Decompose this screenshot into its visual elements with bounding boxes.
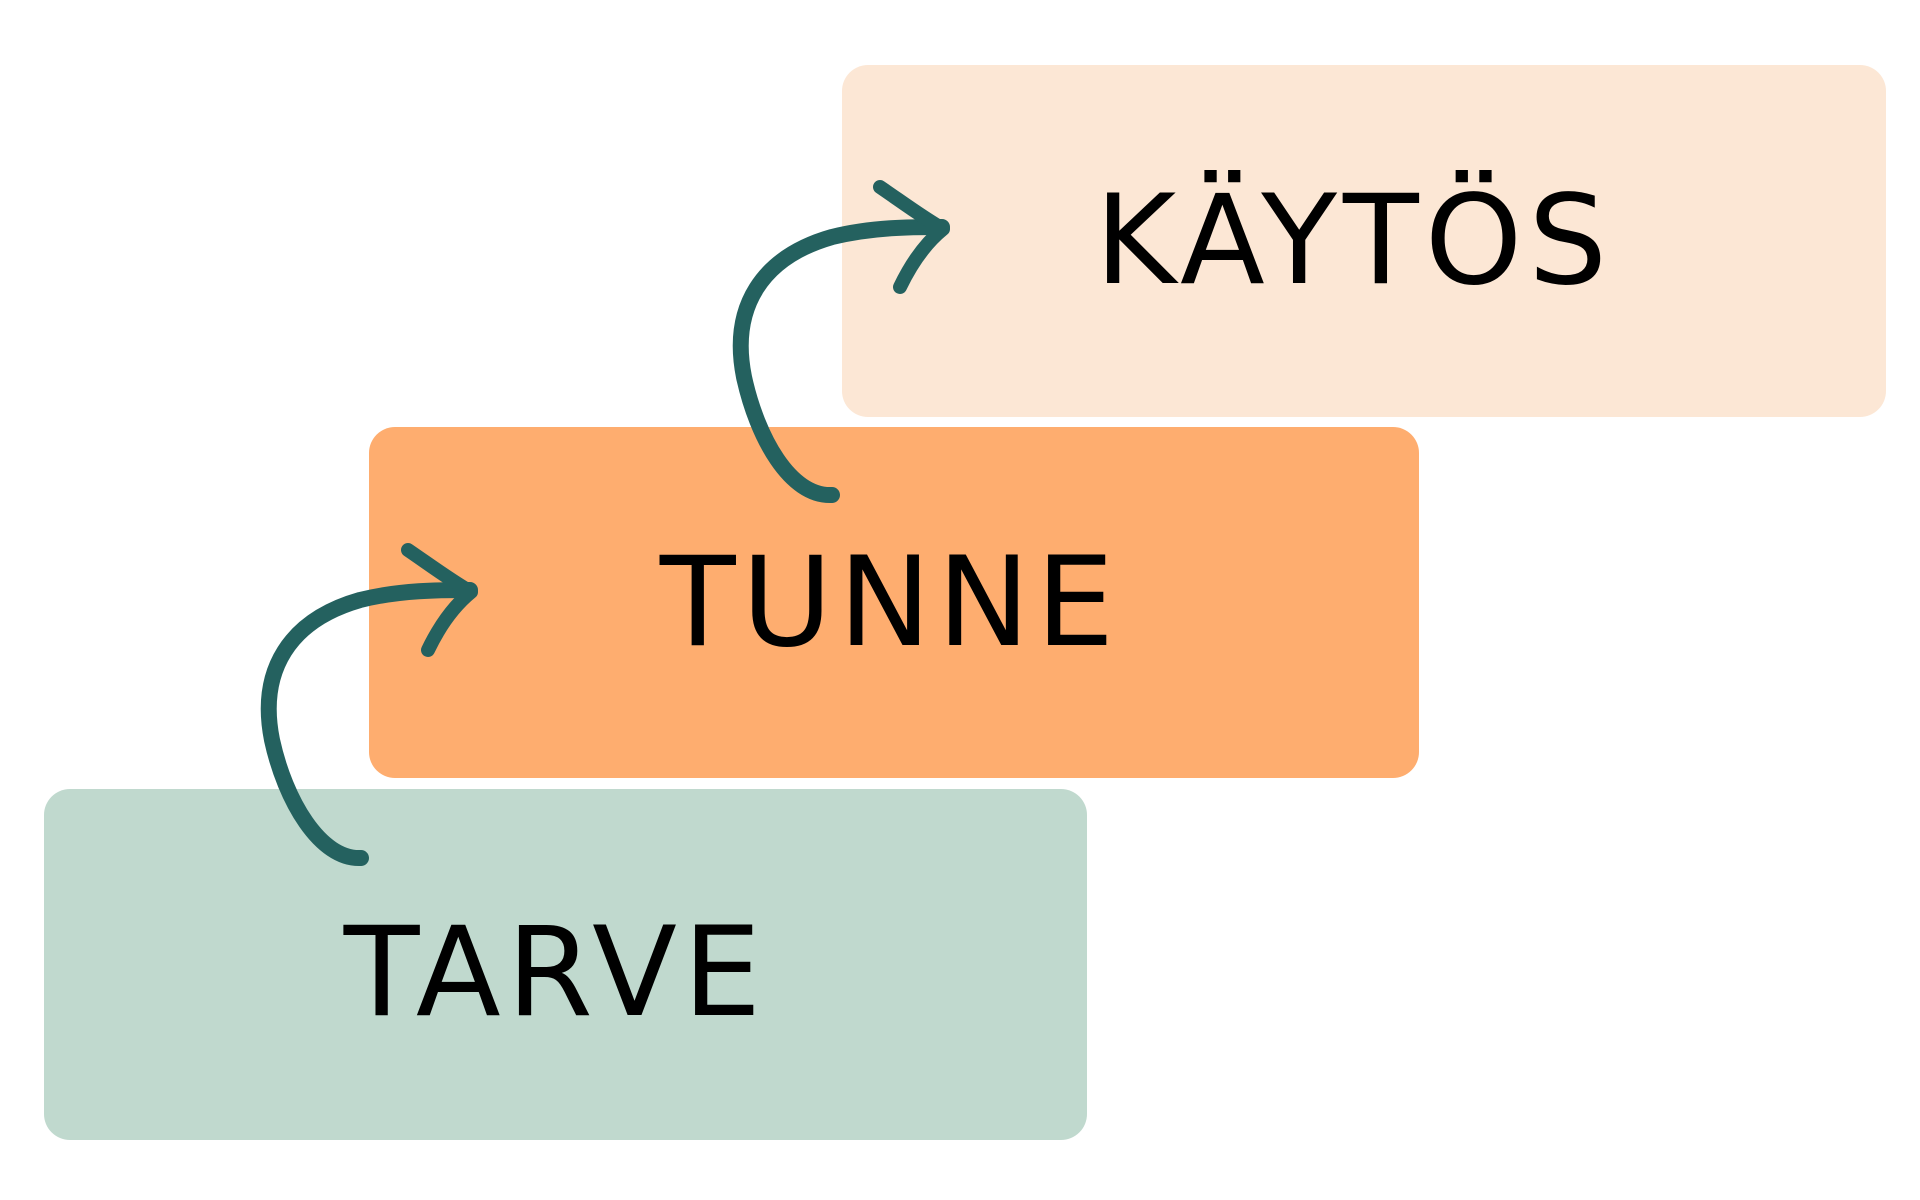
arrow-tunne-to-kaytos-icon xyxy=(732,180,950,503)
step-tarve-label: TARVE xyxy=(343,901,768,1045)
arrow-tarve-to-tunne-icon xyxy=(260,543,478,866)
step-tunne-box: TUNNE xyxy=(369,427,1419,778)
step-tunne-label: TUNNE xyxy=(659,530,1121,675)
step-kaytos-label: KÄYTÖS xyxy=(1094,169,1614,313)
step-tarve-box: TARVE xyxy=(44,789,1087,1140)
step-kaytos-box: KÄYTÖS xyxy=(842,65,1886,417)
